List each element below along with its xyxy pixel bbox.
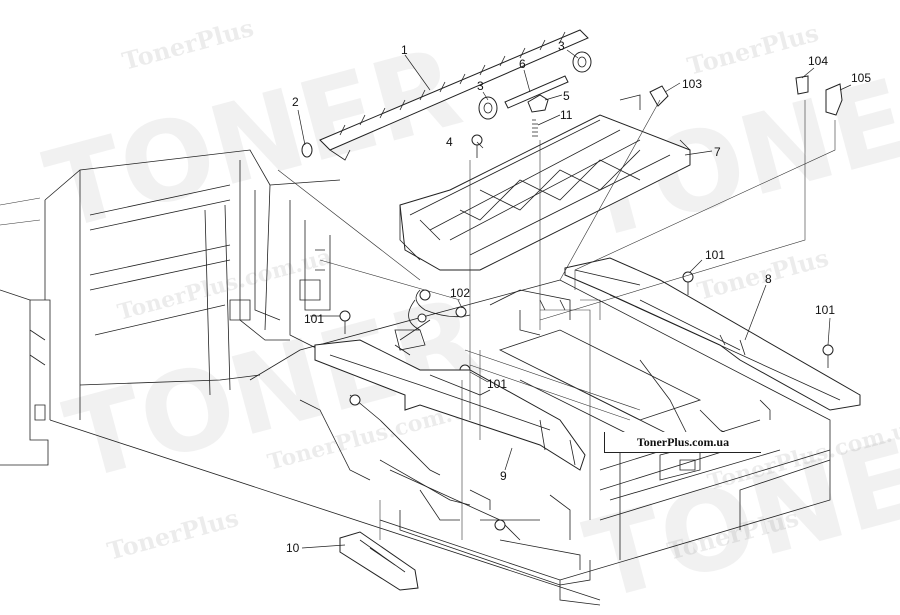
callout-11: 11 (560, 108, 573, 122)
site-watermark-label: TonerPlus.com.ua (604, 432, 761, 453)
part-2-bushing (301, 142, 313, 158)
linkage-arms (299, 394, 521, 541)
lower-base-unit (249, 279, 831, 606)
part-5-bracket (527, 94, 549, 113)
part-8-guide-rail (564, 257, 861, 411)
callout-101: 101 (487, 377, 507, 391)
callout-2: 2 (292, 95, 299, 109)
part-6-shaft (504, 75, 569, 109)
callout-101: 101 (705, 248, 725, 262)
part-101-screw (682, 271, 694, 283)
callout-5: 5 (563, 89, 570, 103)
callout-10: 10 (286, 541, 300, 555)
callout-1: 1 (401, 43, 408, 57)
part-105-lever (825, 83, 843, 116)
callout-3b: 3 (477, 79, 484, 93)
wire-harness (394, 289, 471, 356)
callout-6: 6 (519, 57, 526, 71)
part-11-spring (532, 119, 538, 137)
callout-101: 101 (815, 303, 835, 317)
callout-3a: 3 (558, 39, 565, 53)
part-1-exit-roller-shaft (319, 29, 589, 161)
part-104-bracket (795, 75, 809, 95)
callout-labels: 1 2 3 3 4 5 6 7 8 9 10 11 101 101 101 10… (286, 39, 871, 555)
callout-9: 9 (500, 469, 507, 483)
part-102-screw (455, 306, 467, 318)
part-101-screw (822, 344, 834, 356)
part-4-screw (471, 134, 483, 146)
part-9-guide-rail (314, 339, 586, 471)
reference-lines (277, 99, 836, 540)
callout-101: 101 (304, 312, 324, 326)
part-10-handle (339, 531, 419, 591)
part-7-exit-guide (399, 94, 691, 271)
watermark-text: TonerPlus.com.ua (115, 244, 335, 326)
part-103-clip (649, 85, 669, 107)
callout-102: 102 (450, 286, 470, 300)
watermark-text: TonerPlus (119, 13, 257, 76)
callout-103: 103 (682, 77, 702, 91)
callout-7: 7 (714, 145, 721, 159)
part-3-roller (478, 96, 498, 120)
watermark-layer: TonerPlus TonerPlus TonerPlus.com.ua Ton… (34, 13, 900, 615)
callout-leaders (297, 49, 852, 549)
part-3-roller (572, 51, 592, 73)
watermark-text: TonerPlus (104, 503, 242, 566)
watermark-text: TONER (574, 393, 900, 615)
part-101-screw (339, 310, 351, 322)
watermark-text: TonerPlus (684, 18, 822, 81)
callout-105: 105 (851, 71, 871, 85)
callout-4: 4 (446, 135, 453, 149)
callout-8: 8 (765, 272, 772, 286)
callout-104: 104 (808, 54, 828, 68)
